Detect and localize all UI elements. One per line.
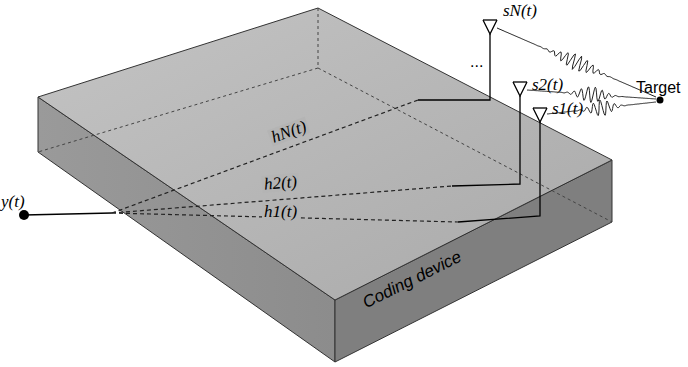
signal-name: s1(t) [552, 100, 583, 117]
slab-top-face [38, 8, 612, 300]
channel-name: h1(t) [262, 203, 299, 220]
antenna-feeds [418, 34, 540, 222]
signal-name: s2(t) [532, 76, 563, 93]
ellipsis: ... [470, 54, 483, 70]
channel-paths [112, 100, 458, 222]
target-label: Target [636, 80, 680, 96]
wave-burst [497, 28, 656, 97]
port-name: y(t) [1, 193, 25, 210]
target-point [657, 97, 664, 104]
signal-name: sN(t) [503, 2, 537, 19]
input-terminal [19, 210, 29, 220]
input-wire [24, 213, 112, 215]
channel-name: h2(t) [261, 173, 299, 193]
